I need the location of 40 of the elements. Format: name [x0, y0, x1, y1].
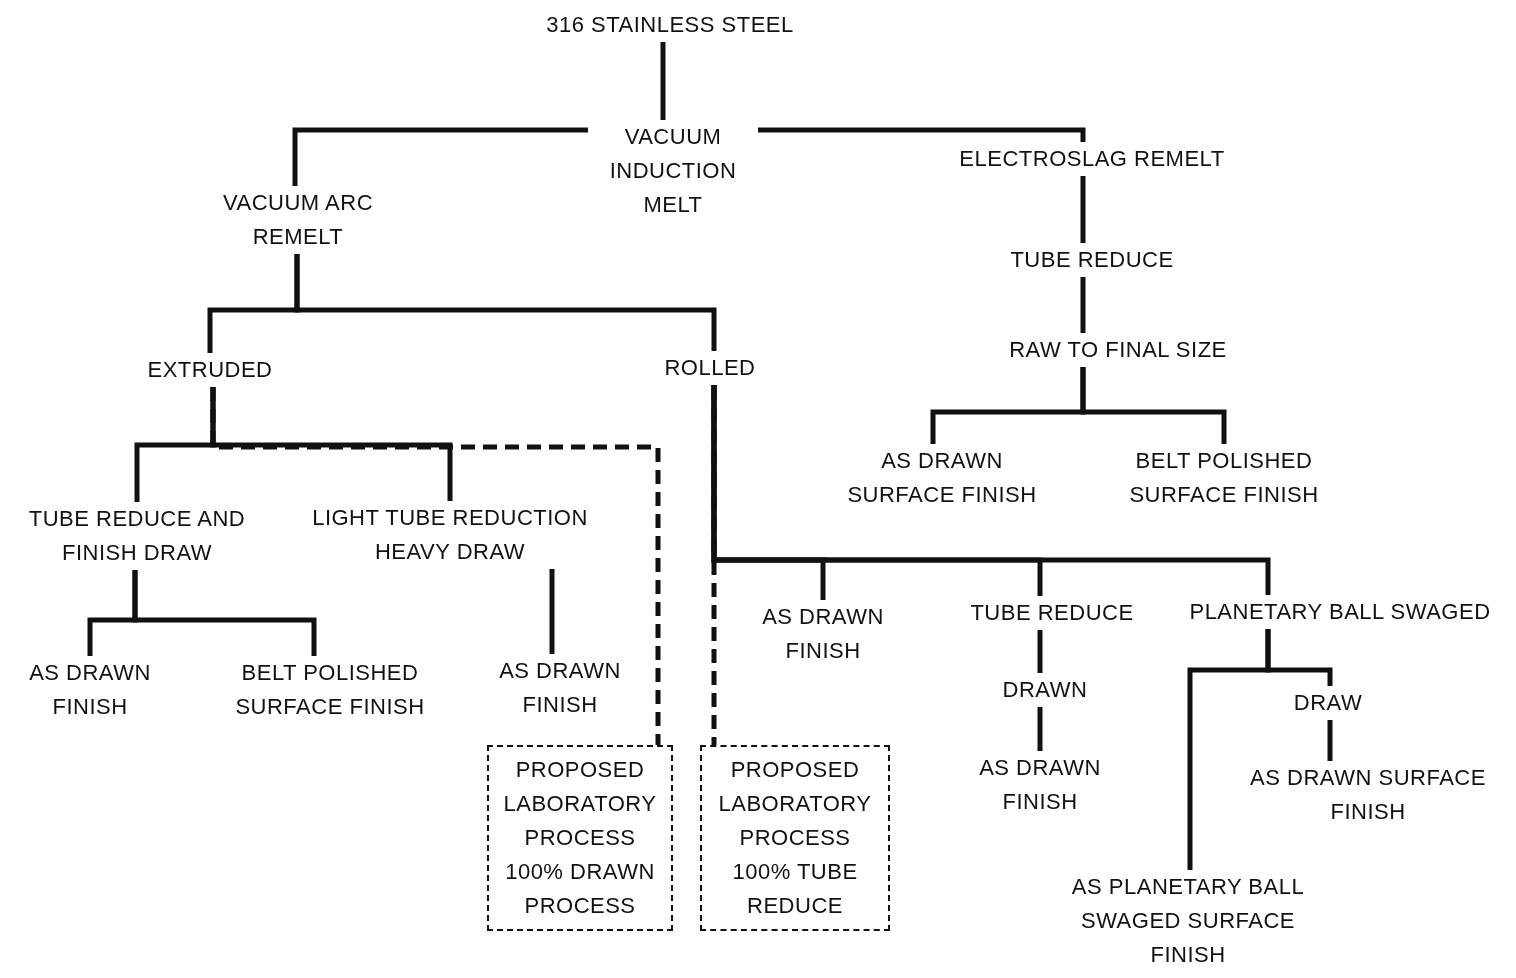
proposed-process-box: PROPOSED LABORATORY PROCESS 100% DRAWN PROCESS	[487, 745, 673, 931]
process-label: ROLLED	[640, 351, 780, 385]
process-label: 316 STAINLESS STEEL	[510, 8, 830, 42]
process-label: AS DRAWN FINISH	[15, 656, 165, 724]
process-label: VACUUM INDUCTION MELT	[588, 120, 758, 222]
connector-line	[1080, 176, 1086, 243]
process-label: TUBE REDUCE AND FINISH DRAW	[12, 502, 262, 570]
process-label: RAW TO FINAL SIZE	[968, 333, 1268, 367]
connector-line	[1037, 707, 1043, 751]
connector-line	[132, 570, 317, 656]
connector-line	[1037, 630, 1043, 673]
process-label: AS DRAWN FINISH	[965, 751, 1115, 819]
process-label: AS PLANETARY BALL SWAGED SURFACE FINISH	[1068, 870, 1308, 972]
process-label: AS DRAWN SURFACE FINISH	[1248, 761, 1488, 829]
connector-line	[1080, 367, 1227, 444]
connector-line	[758, 127, 1086, 142]
process-label: TUBE REDUCE	[982, 243, 1202, 277]
process-label: DRAW	[1278, 686, 1378, 720]
connector-line	[660, 42, 666, 120]
process-label: BELT POLISHED SURFACE FINISH	[1109, 444, 1339, 512]
dashed-connector	[711, 385, 717, 745]
process-label: AS DRAWN SURFACE FINISH	[830, 444, 1054, 512]
process-label: AS DRAWN FINISH	[748, 600, 898, 668]
process-label: PLANETARY BALL SWAGED	[1170, 595, 1510, 629]
process-label: LIGHT TUBE REDUCTION HEAVY DRAW	[290, 501, 610, 569]
dashed-connector	[210, 387, 661, 745]
process-label: BELT POLISHED SURFACE FINISH	[215, 656, 445, 724]
process-label: EXTRUDED	[130, 353, 290, 387]
proposed-process-box: PROPOSED LABORATORY PROCESS 100% TUBE REDUCE	[700, 745, 890, 931]
connector-line	[1080, 277, 1086, 333]
connector-line	[549, 569, 555, 654]
connector-line	[1265, 629, 1333, 686]
process-label: AS DRAWN FINISH	[485, 654, 635, 722]
connector-line	[294, 254, 717, 351]
process-label: DRAWN	[995, 673, 1095, 707]
connector-line	[292, 127, 588, 186]
process-label: ELECTROSLAG REMELT	[932, 142, 1252, 176]
process-label: TUBE REDUCE	[957, 596, 1147, 630]
connector-line	[1327, 720, 1333, 761]
process-label: VACUUM ARC REMELT	[198, 186, 398, 254]
